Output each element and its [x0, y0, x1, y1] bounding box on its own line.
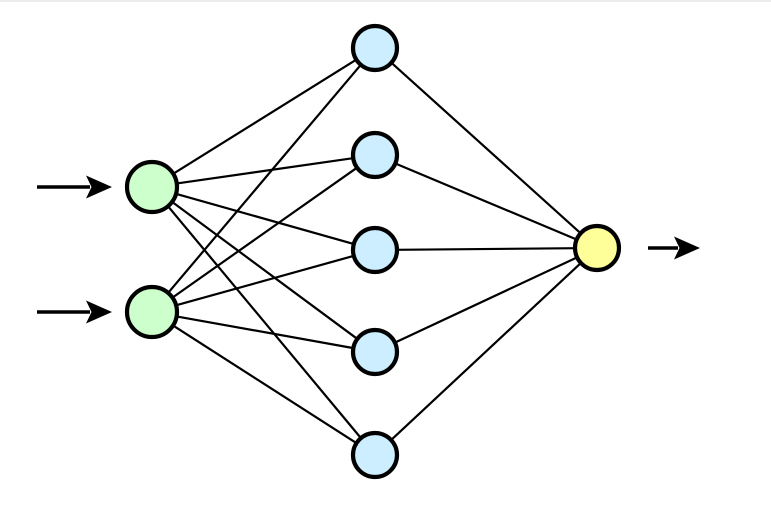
input-arrow-2-head: [86, 300, 112, 324]
input-arrow-1: [37, 175, 112, 199]
edge-input-1-to-hidden-2: [173, 254, 357, 307]
edge-hidden-0-to-output-0: [389, 60, 583, 236]
edge-input-0-to-hidden-3: [169, 199, 360, 341]
output-arrow-head: [674, 236, 700, 260]
hidden-node-4[interactable]: [350, 327, 400, 377]
arrow-layer: [37, 175, 700, 324]
hidden-node-2[interactable]: [350, 130, 400, 180]
edge-hidden-4-to-output-0: [388, 260, 584, 443]
edge-input-1-to-hidden-3: [174, 315, 356, 350]
input-node-2[interactable]: [124, 284, 180, 340]
input-node-1[interactable]: [124, 159, 180, 215]
edge-input-0-to-hidden-0: [170, 57, 359, 176]
edge-input-1-to-hidden-4: [170, 323, 359, 446]
hidden-node-5[interactable]: [350, 430, 400, 480]
node-layer: [124, 23, 622, 480]
edge-input-0-to-hidden-1: [174, 156, 356, 185]
edge-input-1-to-hidden-1: [170, 165, 360, 300]
hidden-node-1[interactable]: [350, 23, 400, 73]
edge-layer: [165, 57, 584, 446]
input-arrow-2: [37, 300, 112, 324]
hidden-node-3[interactable]: [350, 225, 400, 275]
input-arrow-1-head: [86, 175, 112, 199]
output-node-1[interactable]: [572, 223, 622, 273]
edge-hidden-3-to-output-0: [392, 255, 580, 345]
edge-hidden-1-to-output-0: [392, 161, 580, 242]
edge-input-0-to-hidden-4: [165, 203, 363, 441]
output-arrow: [648, 236, 700, 260]
edge-input-1-to-hidden-0: [166, 62, 363, 296]
edge-input-0-to-hidden-2: [173, 192, 357, 246]
edge-hidden-2-to-output-0: [394, 247, 578, 251]
